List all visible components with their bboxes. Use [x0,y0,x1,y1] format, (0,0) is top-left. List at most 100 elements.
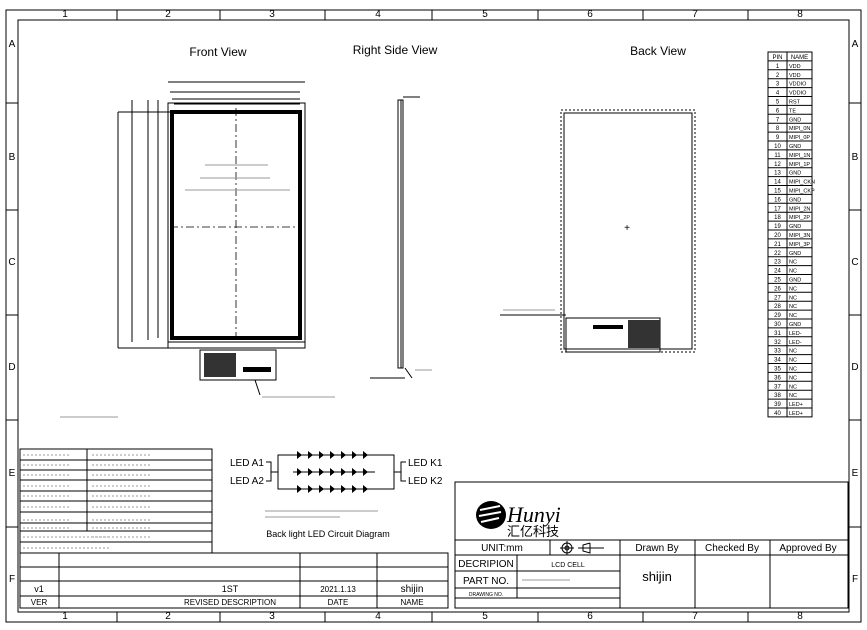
svg-text:NAME: NAME [400,598,423,607]
pin-name: GND [789,251,801,257]
grid-row-label: C [8,257,15,268]
pin-number: 38 [774,393,781,399]
pin-number: 29 [774,313,781,319]
grid-row-label: A [852,39,859,50]
pin-name: LED- [789,340,802,346]
pin-number: 37 [774,384,781,390]
led-diode-icon [341,468,346,476]
pin-number: 2 [776,73,780,79]
pin-table-header: PIN NAME [772,55,808,61]
pin-name: GND [789,144,801,150]
led-diode-icon [330,485,335,493]
pin-name: LED+ [789,402,803,408]
description-label: DECRIPION [458,559,514,570]
pin-number: 14 [774,180,781,186]
drawing-no-label: DRAWING NO. [469,592,503,598]
pin-name: LED- [789,331,802,337]
pin-name: GND [789,278,801,284]
pin-number: 3 [776,82,780,88]
svg-text:NAME: NAME [791,55,808,61]
pin-number: 24 [774,269,781,275]
svg-text:REVISED DESCRIPTION: REVISED DESCRIPTION [184,598,276,607]
pin-number: 27 [774,295,781,301]
grid-column-label: 2 [165,611,171,622]
pin-number: 6 [776,108,780,114]
pin-number: 33 [774,349,781,355]
part-no-label: PART NO. [463,576,509,587]
company-name: Hunyi [506,502,561,527]
pin-number: 17 [774,206,781,212]
pin-name: MIPI_CKP [789,189,815,195]
unit-label: UNIT:mm [481,543,523,554]
pin-number: 22 [774,251,781,257]
led-a1-label: LED A1 [230,458,264,469]
pin-row: 32 LED- [774,340,802,346]
revision-header: VER REVISED DESCRIPTION DATE NAME [31,598,424,607]
svg-text:PIN: PIN [772,55,782,61]
grid-row-label: D [8,362,15,373]
approved-by-label: Approved By [779,543,836,554]
led-diode-icon [352,451,357,459]
svg-text:VER: VER [31,598,48,607]
led-circuit-diagram: LED A1 LED A2 LED K1 LED K2 Back light L… [230,451,443,539]
company-logo: Hunyi 汇亿科技 [476,501,561,539]
pin-name: TE [789,108,796,114]
pin-name: MIPI_1N [789,153,810,159]
stiffener-hatch [204,353,236,377]
pin-name: NC [789,358,797,364]
pin-number: 12 [774,162,781,168]
pin-name: NC [789,269,797,275]
pin-number: 4 [776,91,780,97]
pin-row: 5 RST [776,100,801,106]
grid-column-label: 4 [375,9,381,20]
pin-row: 37 NC [774,384,797,390]
pin-name: NC [789,384,797,390]
grid-row-label: F [852,574,858,585]
led-k1-label: LED K1 [408,458,443,469]
pin-number: 23 [774,260,781,266]
led-diode-icon [352,485,357,493]
pin-number: 9 [776,135,780,141]
pin-number: 35 [774,367,781,373]
pin-number: 15 [774,189,781,195]
spec-table [19,448,213,554]
led-a2-label: LED A2 [230,476,264,487]
pin-number: 21 [774,242,781,248]
revision-row: v1 1ST 2021.1.13 shijin [34,584,423,595]
pin-number: 1 [776,64,780,70]
grid-column-label: 6 [587,9,593,20]
led-diode-icon [308,451,313,459]
pin-name: LED+ [789,411,803,417]
pin-number: 32 [774,340,781,346]
pin-name: NC [789,367,797,373]
front-view [60,81,335,418]
pin-name: RST [789,100,801,106]
pin-number: 5 [776,100,780,106]
pin-name: NC [789,349,797,355]
company-name-cn: 汇亿科技 [507,524,559,539]
grid-row-label: B [9,152,16,163]
led-k2-label: LED K2 [408,476,443,487]
projection-symbol-icon [560,541,604,555]
grid-column-label: 6 [587,611,593,622]
pin-name: GND [789,197,801,203]
right-side-view [370,96,432,379]
pin-number: 39 [774,402,781,408]
grid-column-label: 3 [269,611,275,622]
pin-number: 19 [774,224,781,230]
front-view-title: Front View [189,45,246,59]
